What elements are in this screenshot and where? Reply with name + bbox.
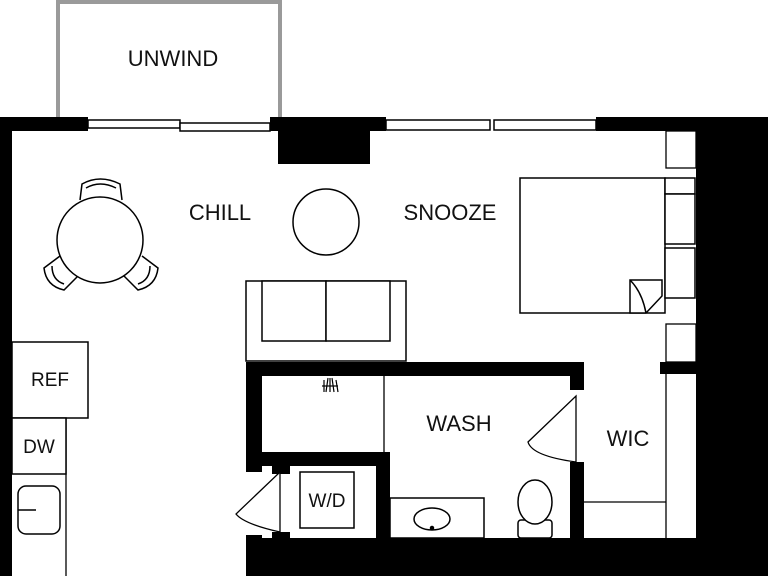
window-bedroom-left [385,119,491,131]
bed [519,177,696,314]
closet-light [322,377,339,393]
coffee-table [292,188,360,256]
balcony-railing [56,0,282,118]
pillow-top [664,193,696,245]
vanity-drain [429,525,435,531]
dining-table [56,196,144,284]
fixture-label-dw: DW [23,437,55,458]
wall-laundry-left [246,452,262,472]
pillow-bottom [664,247,696,299]
interior-walls [246,362,700,547]
bath-fixtures [389,479,553,539]
washer-dryer [299,471,355,529]
wic-shelf-mid [665,323,697,363]
nightstand-top [664,177,696,195]
sofa [245,280,407,362]
doors [235,394,577,533]
windows [87,119,597,132]
wall-bath-right-mid [376,452,390,544]
window-bedroom-right [493,119,597,131]
room-label-snooze: SNOOZE [404,200,497,225]
sofa-cushion-left [261,280,327,342]
wall-right [696,117,768,576]
refrigerator [11,341,89,419]
chair-top-back [85,183,117,189]
room-label-chill: CHILL [189,200,251,225]
chair-bottom-right-back [137,265,151,285]
wic-shelf-top [665,130,697,169]
wall-laundry-bottom-stub [246,535,262,547]
exterior-walls [0,117,768,576]
wall-laundry-door-jamb-bottom [272,532,290,542]
laundry-door-swing [235,470,281,533]
room-label-unwind: UNWIND [128,46,218,71]
bed-sheet-corner [629,279,647,314]
dishwasher [11,417,67,475]
bed-sheet-fold [629,279,663,314]
wall-wic-top [660,362,700,374]
balcony: UNWIND [56,0,282,118]
fixture-label-wd: W/D [309,491,346,512]
chair-bottom-left [43,255,79,291]
wall-bath-top [246,362,584,376]
fireplace [278,128,370,164]
room-label-wic: WIC [607,426,650,451]
chair-top [79,178,123,201]
bath-door-swing [527,394,577,463]
fixture-label-ref: REF [31,370,69,391]
chair-bottom-left-back [51,265,65,285]
sliding-door-right [179,122,271,132]
toilet-bowl [517,479,553,525]
sofa-cushion-right [325,280,391,342]
fixture-labels: REF DW W/D [23,370,345,512]
wall-bath-right-top [570,362,584,390]
wall-top-left [0,117,88,131]
wall-laundry-top [246,452,390,466]
room-label-wash: WASH [426,411,491,436]
wall-laundry-door-jamb-top [272,462,290,474]
wall-bath-right-bottom [570,462,584,544]
room-labels: CHILL SNOOZE WASH WIC [189,200,650,451]
wall-bath-left [246,362,262,466]
kitchen [11,341,89,535]
chair-bottom-right [123,255,159,291]
wall-top-mid [270,117,386,131]
dining-set [43,178,159,291]
sliding-door-left [87,119,181,129]
wall-bottom [246,538,768,576]
wall-left [0,117,12,576]
